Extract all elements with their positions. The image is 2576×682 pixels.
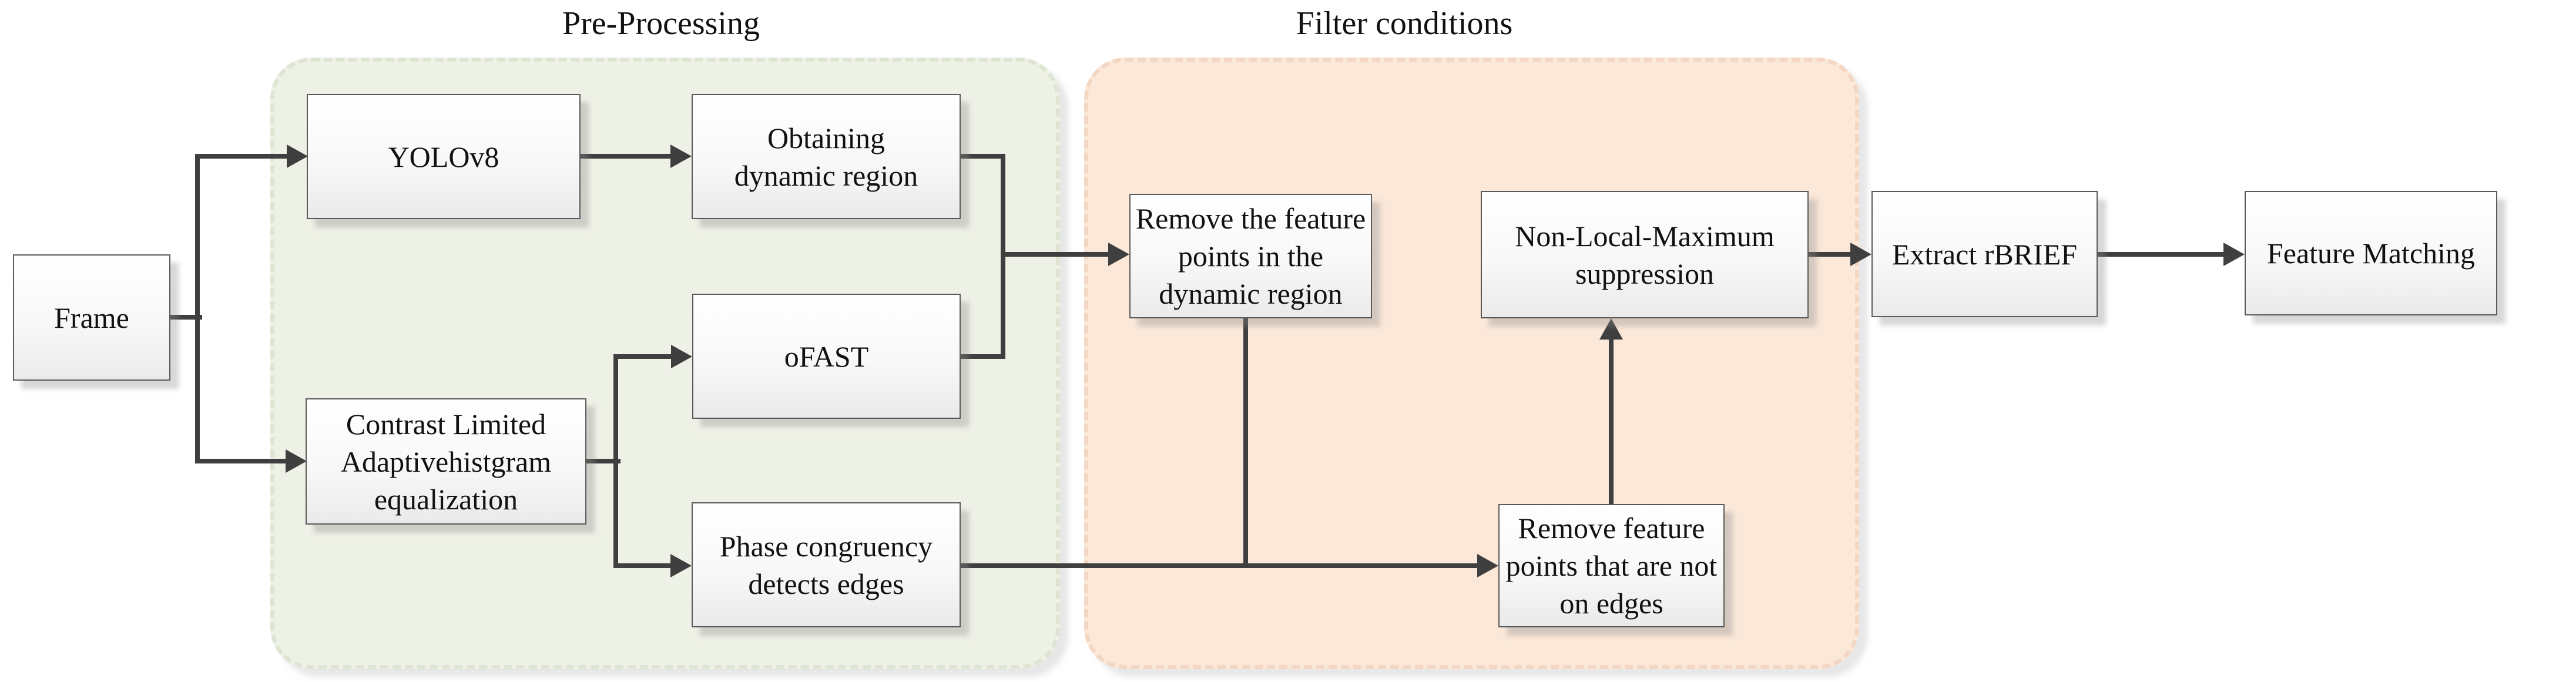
connector-ofast-out <box>961 354 1005 359</box>
arrowhead-into-obtaining <box>670 145 692 168</box>
connector-merge-trunk <box>1001 154 1005 359</box>
connector-nlm-to-extract <box>1809 252 1852 257</box>
connector-phase-to-remove-edges <box>961 563 1478 568</box>
filter-conditions-panel <box>1084 58 1859 669</box>
arrowhead-into-nlm <box>1599 318 1623 340</box>
connector-extract-to-matching <box>2098 252 2225 257</box>
node-remove-dynamic-points: Remove the feature points in the dynamic… <box>1129 194 1372 318</box>
connector-frame-out <box>170 315 202 320</box>
arrowhead-into-matching <box>2223 243 2245 266</box>
arrowhead-into-ofast <box>671 345 692 368</box>
preprocessing-title: Pre-Processing <box>562 5 760 42</box>
node-non-local-maximum-suppression: Non-Local-Maximum suppression <box>1481 191 1809 318</box>
connector-yolo-to-obtaining <box>581 154 672 159</box>
arrowhead-into-clahe <box>286 449 307 473</box>
arrowhead-into-remove-edges <box>1477 554 1498 577</box>
connector-clahe-out <box>586 459 620 463</box>
node-ofast: oFAST <box>692 294 961 419</box>
node-feature-matching: Feature Matching <box>2245 191 2497 315</box>
arrowhead-into-remove-dynamic <box>1108 243 1129 266</box>
filter-conditions-title: Filter conditions <box>1296 5 1513 42</box>
node-phase-congruency: Phase congruency detects edges <box>692 502 961 627</box>
connector-remove-edges-up <box>1609 338 1614 504</box>
connector-merge-to-remove-dynamic <box>1001 252 1109 257</box>
arrowhead-into-phase <box>670 554 692 577</box>
node-clahe-equalization: Contrast Limited Adaptivehistgram equali… <box>306 398 586 525</box>
node-extract-rbrief: Extract rBRIEF <box>1871 191 2098 317</box>
arrowhead-into-yolo <box>287 145 308 168</box>
node-yolov8: YOLOv8 <box>307 94 581 219</box>
node-frame: Frame <box>13 254 170 381</box>
connector-clahe-trunk <box>613 354 618 568</box>
arrowhead-into-extract <box>1850 243 1871 266</box>
connector-obtaining-out <box>961 154 1005 159</box>
node-remove-non-edge-points: Remove feature points that are not on ed… <box>1498 504 1725 627</box>
node-obtaining-dynamic-region: Obtaining dynamic region <box>692 94 961 219</box>
connector-to-phase <box>616 563 672 568</box>
connector-remove-dynamic-down <box>1243 318 1248 568</box>
connector-frame-trunk <box>195 154 200 463</box>
connector-to-ofast <box>616 354 672 359</box>
connector-to-yolo <box>197 154 287 159</box>
connector-to-clahe <box>197 459 286 463</box>
